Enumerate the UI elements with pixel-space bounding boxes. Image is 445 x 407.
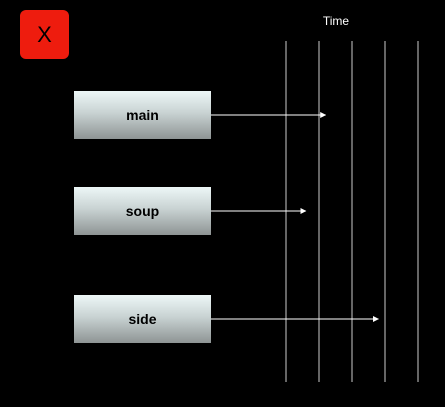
task-arrows (211, 112, 379, 322)
task-box-soup: soup (74, 187, 211, 235)
task-label: soup (125, 203, 160, 219)
task-box-main: main (74, 91, 211, 139)
time-axis-label: Time (322, 14, 350, 28)
close-icon: X (37, 21, 52, 47)
task-box-side: side (74, 295, 211, 343)
time-gridlines (285, 41, 419, 382)
task-label: main (126, 107, 159, 123)
close-button[interactable]: X (20, 10, 69, 59)
task-label: side (128, 311, 157, 327)
